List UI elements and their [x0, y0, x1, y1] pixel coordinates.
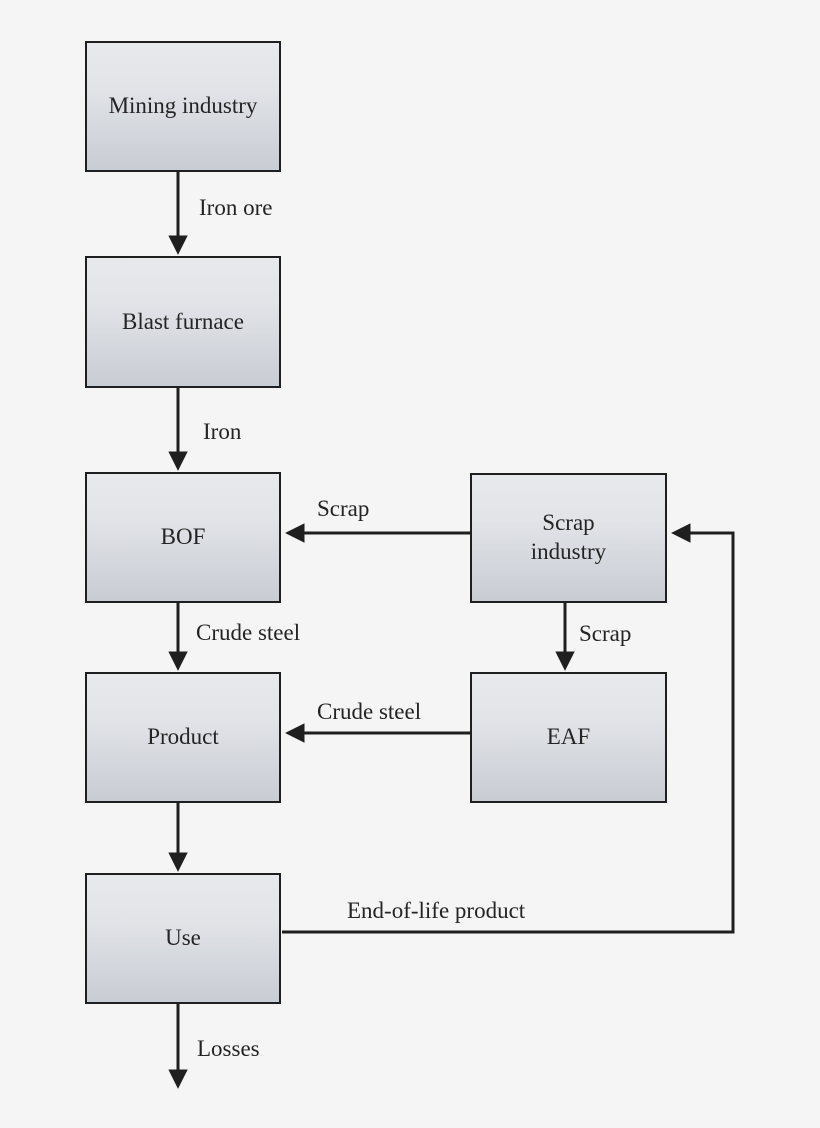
edge-label-iron: Iron [203, 419, 242, 444]
edge-label-scrap-bof: Scrap [317, 496, 370, 521]
arrow-use-to-scrap-loop [282, 523, 735, 934]
edge-label-iron-ore: Iron ore [199, 195, 273, 220]
node-use: Use [85, 873, 281, 1004]
node-blast-furnace: Blast furnace [85, 256, 281, 388]
edge-label-losses: Losses [197, 1036, 260, 1061]
node-product: Product [85, 672, 281, 803]
node-scrap-industry: Scrap industry [470, 473, 667, 603]
edge-label-end-of-life-product: End-of-life product [347, 898, 526, 923]
edge-label-scrap-eaf: Scrap [579, 621, 632, 646]
edge-label-crude-steel-bof: Crude steel [196, 620, 301, 645]
node-eaf: EAF [470, 672, 667, 803]
node-bof: BOF [85, 472, 281, 603]
edge-label-crude-steel-eaf: Crude steel [317, 699, 422, 724]
node-mining-industry: Mining industry [85, 41, 281, 172]
